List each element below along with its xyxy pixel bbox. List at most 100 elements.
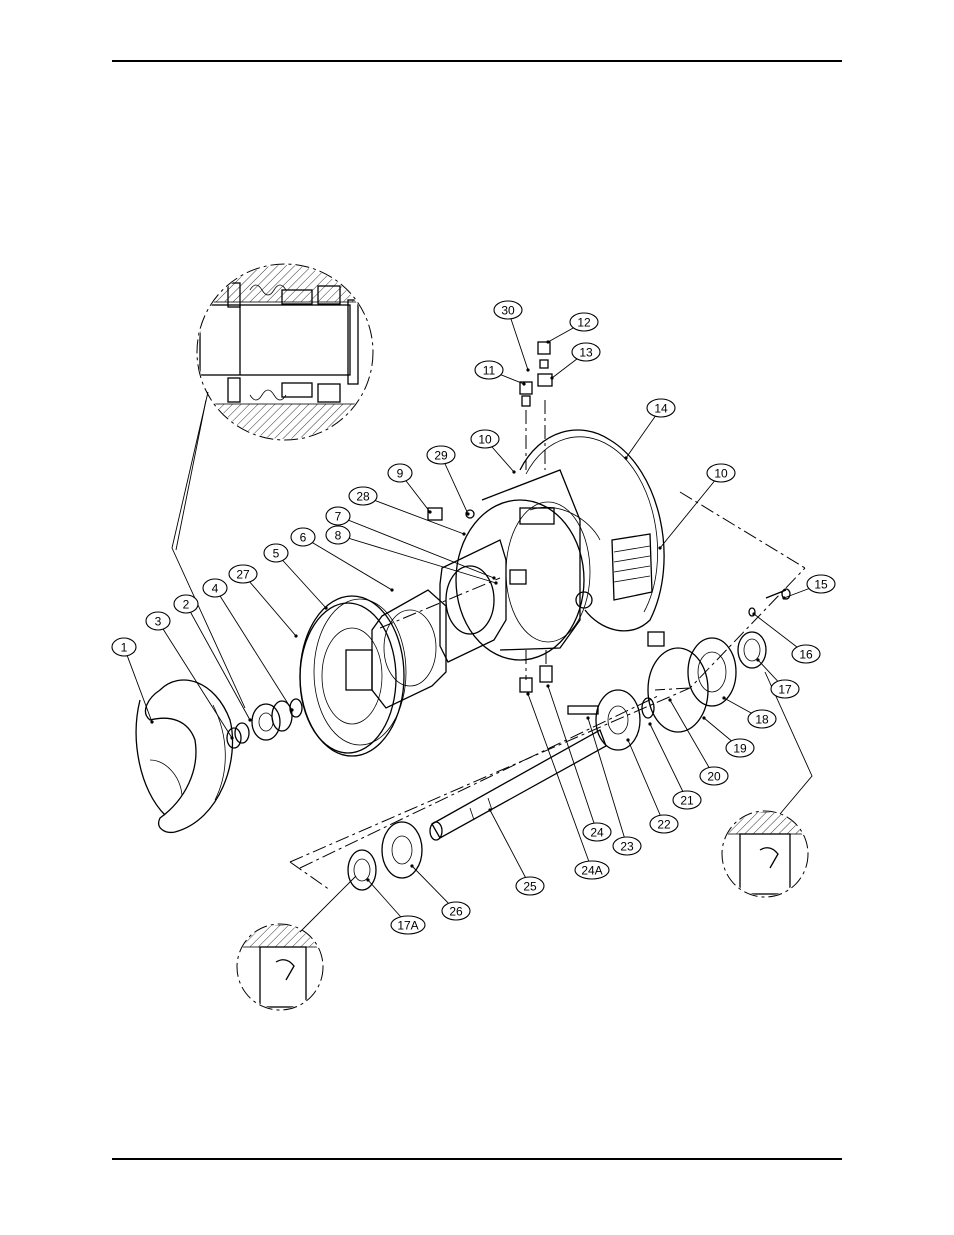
- callout-8: 8: [326, 526, 498, 585]
- callout-20: 20: [668, 698, 728, 785]
- callout-label: 8: [335, 529, 342, 543]
- callout-10: 10: [471, 430, 516, 474]
- callout-arrowhead: [626, 738, 629, 741]
- callout-label: 18: [755, 713, 769, 727]
- callout-label: 27: [236, 568, 250, 582]
- callout-arrowhead: [668, 698, 671, 701]
- callout-22: 22: [626, 738, 678, 833]
- callout-arrowhead: [658, 546, 661, 549]
- callout-arrowhead: [722, 696, 725, 699]
- callout-arrowhead: [462, 532, 465, 535]
- seal-detail-view: [190, 262, 380, 444]
- callout-label: 6: [300, 531, 307, 545]
- callout-label: 26: [449, 905, 463, 919]
- callout-arrowhead: [248, 718, 251, 721]
- callout-leader: [276, 553, 326, 608]
- callout-1: 1: [112, 638, 154, 724]
- callout-arrowhead: [648, 722, 651, 725]
- callout-label: 29: [434, 449, 448, 463]
- callout-label: 23: [620, 840, 634, 854]
- gasket: [372, 590, 446, 708]
- callout-label: 12: [577, 316, 591, 330]
- callout-label: 19: [733, 742, 747, 756]
- callout-29: 29: [427, 446, 470, 516]
- callout-label: 14: [654, 402, 668, 416]
- callout-arrowhead: [324, 606, 327, 609]
- callout-label: 10: [714, 467, 728, 481]
- callout-arrowhead: [492, 576, 495, 579]
- impeller: [136, 680, 232, 832]
- assembly-frame: [290, 568, 805, 890]
- callout-arrowhead: [782, 596, 785, 599]
- callout-arrowhead: [150, 720, 153, 723]
- callout-label: 1: [121, 641, 128, 655]
- callout-leader: [215, 588, 292, 710]
- callout-30: 30: [494, 301, 530, 372]
- page-rule-bottom: [112, 1158, 842, 1160]
- shaft: [430, 730, 606, 840]
- callout-label: 13: [579, 346, 593, 360]
- callout-10: 10: [658, 464, 735, 550]
- callout-leader: [670, 700, 714, 776]
- callout-leader: [363, 496, 464, 534]
- callout-label: 16: [799, 648, 813, 662]
- callout-9: 9: [388, 464, 432, 514]
- callout-19: 19: [702, 716, 754, 757]
- callout-label: 10: [478, 433, 492, 447]
- callout-arrowhead: [290, 708, 293, 711]
- callout-arrowhead: [488, 808, 491, 811]
- callout-label: 3: [155, 615, 162, 629]
- callout-5: 5: [264, 544, 328, 610]
- callout-leader: [186, 604, 250, 720]
- callout-label: 30: [501, 304, 515, 318]
- callout-arrowhead: [494, 581, 497, 584]
- callout-17A: 17A: [366, 878, 425, 934]
- callout-label: 9: [397, 467, 404, 481]
- callout-arrowhead: [522, 382, 525, 385]
- callout-25: 25: [488, 808, 544, 895]
- callout-label: 21: [680, 794, 694, 808]
- callout-label: 7: [335, 510, 342, 524]
- callout-21: 21: [648, 722, 701, 809]
- callout-label: 24: [590, 826, 604, 840]
- callout-2: 2: [174, 595, 252, 722]
- callout-leader: [490, 810, 530, 886]
- callout-26: 26: [410, 864, 470, 920]
- callout-arrowhead: [366, 878, 369, 881]
- lip-seal-detail-right: [722, 672, 812, 897]
- callout-label: 4: [212, 582, 219, 596]
- callout-leader: [338, 535, 496, 583]
- backplate: [300, 596, 406, 756]
- callout-layer: 1234275678289291011301213141015161718192…: [112, 301, 835, 934]
- callout-14: 14: [624, 399, 675, 460]
- callout-arrowhead: [294, 634, 297, 637]
- callout-leader: [650, 724, 687, 800]
- callout-arrowhead: [230, 736, 233, 739]
- callout-leader: [548, 686, 597, 832]
- callout-label: 2: [183, 598, 190, 612]
- callout-leader: [660, 473, 721, 548]
- callout-arrowhead: [752, 612, 755, 615]
- callout-arrowhead: [756, 658, 759, 661]
- callout-arrowhead: [410, 864, 413, 867]
- callout-15: 15: [782, 575, 835, 600]
- callout-arrowhead: [586, 716, 589, 719]
- callout-leader: [158, 621, 232, 738]
- callout-label: 5: [273, 547, 280, 561]
- callout-arrowhead: [550, 376, 553, 379]
- callout-12: 12: [546, 313, 598, 344]
- callout-leader: [243, 574, 296, 636]
- callout-28: 28: [349, 487, 466, 536]
- callout-leader: [303, 537, 392, 590]
- callout-arrowhead: [466, 512, 469, 515]
- callout-arrowhead: [512, 470, 515, 473]
- callout-label: 20: [707, 770, 721, 784]
- callout-arrowhead: [428, 510, 431, 513]
- callout-arrowhead: [526, 368, 529, 371]
- callout-label: 25: [523, 880, 537, 894]
- callout-arrowhead: [390, 588, 393, 591]
- callout-arrowhead: [546, 340, 549, 343]
- callout-13: 13: [550, 343, 600, 380]
- lip-seal-detail-left: [237, 876, 356, 1010]
